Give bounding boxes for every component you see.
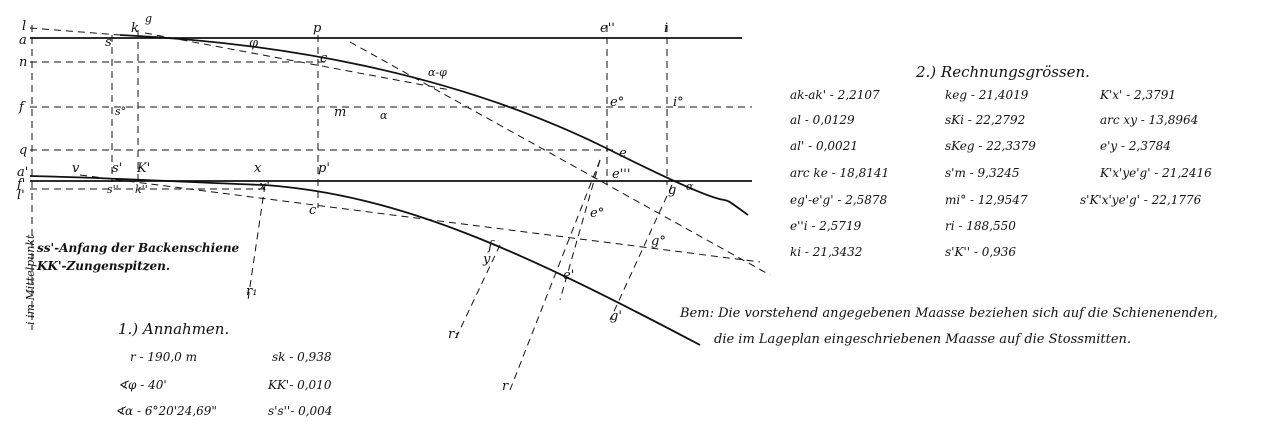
calc-row: s'K'x'ye'g' - 22,1776 — [1080, 193, 1202, 207]
radius-f — [454, 244, 501, 341]
label-m: m — [334, 105, 346, 120]
label-f-low: f — [487, 239, 495, 254]
label-s-dd: s'' — [107, 183, 119, 196]
calc-row: eg'-e'g' - 2,5878 — [790, 193, 888, 207]
center-point-caption: i im Mittelpunkt — [24, 234, 37, 325]
calc-row: e'y - 2,3784 — [1100, 139, 1171, 153]
radius-g — [609, 184, 673, 321]
annahmen-sk: sk - 0,938 — [272, 350, 332, 364]
calc-row: keg - 21,4019 — [945, 88, 1029, 102]
label-e: e — [619, 146, 627, 161]
label-i: i — [664, 21, 668, 36]
label-c-prime: c' — [309, 203, 320, 218]
label-a: a — [19, 33, 27, 48]
line-v-x — [79, 174, 761, 263]
calc-row: K'x'ye'g' - 21,2416 — [1100, 166, 1212, 180]
label-q: q — [19, 143, 27, 158]
label-g0: g° — [651, 234, 666, 249]
label-s-prime: s' — [112, 161, 122, 176]
calc-row: mi° - 12,9547 — [945, 193, 1028, 207]
calc-row: s'm - 9,3245 — [945, 166, 1020, 180]
line-e0 — [559, 159, 601, 301]
note-backenschiene: ss'-Anfang der Backenschiene — [37, 241, 240, 255]
bem-line-2: die im Lageplan eingeschriebenen Maasse … — [714, 332, 1132, 347]
bem-line-1: Bem: Die vorstehend angegebenen Maasse b… — [680, 306, 1218, 321]
label-k-prime: K' — [136, 161, 150, 176]
label-alpha-phi: α-φ — [428, 66, 447, 79]
construction-lines — [29, 25, 771, 391]
label-phi: φ — [249, 36, 259, 51]
label-f: f — [18, 100, 26, 115]
solid-rail-lines — [29, 34, 752, 346]
point-labels: a n f q a' f' l l' s k g φ p c e'' i α-φ… — [16, 12, 694, 394]
upper-curved-rail — [119, 34, 749, 216]
calc-row: ki - 21,3432 — [790, 245, 863, 259]
label-e-prime: e' — [563, 268, 574, 283]
label-v: v — [72, 161, 80, 176]
label-n: n — [19, 55, 27, 70]
radius-x — [247, 184, 266, 301]
calc-row: sKi - 22,2792 — [945, 113, 1026, 127]
label-f-prime: f' — [16, 177, 25, 192]
label-x: x — [254, 161, 262, 176]
label-k-top: k — [131, 21, 139, 36]
label-g: g — [668, 183, 676, 198]
calc-row: al' - 0,0021 — [790, 139, 858, 153]
calc-row: e''i - 2,5719 — [790, 219, 862, 233]
label-s: s — [105, 35, 112, 50]
label-a-prime: a' — [17, 165, 28, 180]
line-l — [29, 27, 121, 36]
label-e0: e° — [610, 95, 624, 110]
label-e0-low: e° — [590, 206, 604, 221]
calc-row: ri - 188,550 — [945, 219, 1016, 233]
calc-row: al - 0,0129 — [790, 113, 855, 127]
lower-curved-rail — [29, 175, 701, 346]
annahmen-r: r - 190,0 m — [130, 350, 197, 364]
label-i0: i° — [673, 95, 684, 110]
label-x-prime: x' — [259, 179, 270, 194]
label-alpha-end: α — [686, 180, 694, 193]
annahmen-kk: KK'- 0,010 — [268, 378, 332, 392]
annahmen-ss: s's''- 0,004 — [268, 404, 333, 418]
annahmen-phi: ∢φ - 40' — [118, 378, 167, 392]
label-e-ddd: e''' — [612, 167, 630, 182]
annahmen-alpha: ∢α - 6°20'24,69" — [115, 404, 217, 418]
label-p-prime: p' — [318, 161, 330, 176]
label-c: c — [320, 51, 328, 66]
calc-row: ak-ak' - 2,2107 — [790, 88, 880, 102]
label-l-prime: l' — [17, 188, 25, 203]
label-g-prime: g' — [610, 309, 622, 324]
tangent-alpha — [349, 41, 771, 276]
label-e-dd: e'' — [600, 21, 615, 36]
label-y: y — [482, 252, 491, 267]
label-p: p — [313, 21, 322, 36]
label-k-dd: k'' — [135, 183, 148, 196]
calc-row: arc ke - 18,8141 — [790, 166, 890, 180]
tangent-phi — [144, 32, 451, 91]
calc-row: K'x' - 2,3791 — [1100, 88, 1177, 102]
annahmen-title: 1.) Annahmen. — [118, 320, 230, 338]
label-alpha-mid: α — [380, 109, 388, 122]
label-s0: s° — [115, 105, 126, 118]
calc-row: sKeg - 22,3379 — [945, 139, 1036, 153]
note-zungenspitzen: KK'-Zungenspitzen. — [37, 259, 171, 273]
label-r1-left: r₁ — [246, 284, 257, 299]
label-l: l — [22, 19, 26, 34]
label-g-top: g — [145, 12, 152, 25]
rechnung-title: 2.) Rechnungsgrössen. — [916, 63, 1090, 81]
calc-row: s'K'' - 0,936 — [945, 245, 1017, 259]
calc-row: arc xy - 13,8964 — [1100, 113, 1199, 127]
radius-e — [509, 159, 601, 391]
label-r1-mid: r₁ — [448, 327, 459, 342]
label-r: r — [502, 379, 509, 394]
